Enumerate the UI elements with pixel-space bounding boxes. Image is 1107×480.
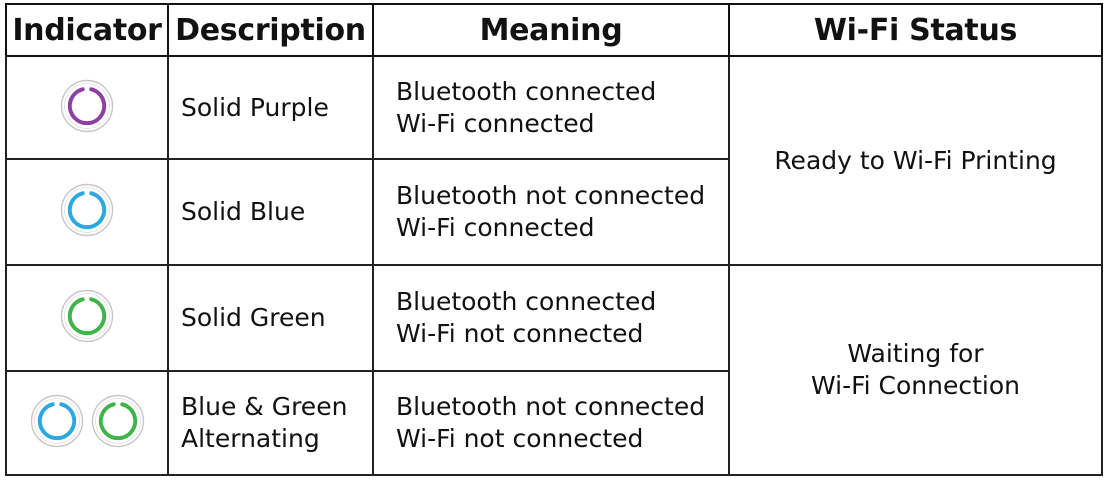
meaning-line: Bluetooth connected xyxy=(396,76,657,106)
blue-ring-icon xyxy=(30,394,84,448)
table-row: Solid Blue Bluetooth not connected Wi-Fi… xyxy=(5,158,1102,266)
wifi-status-text: Wi-Fi Connection xyxy=(810,371,1021,400)
description-cell: Solid Purple xyxy=(167,55,374,160)
meaning-cell: Bluetooth connected Wi-Fi connected xyxy=(372,55,730,160)
description-text: Alternating xyxy=(181,424,320,453)
green-ring-icon xyxy=(60,289,114,343)
meaning-line: Bluetooth connected xyxy=(396,287,657,316)
green-ring-icon xyxy=(91,394,145,448)
table-row: Solid Green Bluetooth connected Wi-Fi no… xyxy=(5,264,1103,476)
indicator-cell xyxy=(5,370,169,476)
meaning-line: Wi-Fi connected xyxy=(396,108,595,138)
table-row: Blue & Green Alternating Bluetooth not c… xyxy=(5,370,1102,476)
description-text: Blue & Green xyxy=(181,392,348,421)
description-text: Solid Purple xyxy=(181,92,329,122)
indicator-cell xyxy=(5,264,169,372)
wifi-status-cell: Waiting for Wi-Fi Connection xyxy=(728,264,1103,476)
meaning-line: Bluetooth not connected xyxy=(396,392,706,421)
wifi-status-cell: Ready to Wi-Fi Printing xyxy=(728,55,1103,266)
header-description: Description xyxy=(167,3,374,57)
description-text: Solid Green xyxy=(181,303,326,332)
indicator-status-table: Indicator Description Meaning Wi-Fi Stat… xyxy=(5,3,1103,476)
description-cell: Blue & Green Alternating xyxy=(167,370,374,476)
wifi-status-text: Ready to Wi-Fi Printing xyxy=(774,145,1057,175)
indicator-cell xyxy=(5,55,169,160)
meaning-line: Wi-Fi connected xyxy=(396,213,595,242)
description-cell: Solid Blue xyxy=(167,158,374,266)
indicator-cell xyxy=(5,158,169,266)
blue-ring-icon xyxy=(60,183,114,237)
meaning-cell: Bluetooth not connected Wi-Fi not connec… xyxy=(372,370,730,476)
meaning-line: Bluetooth not connected xyxy=(396,181,706,210)
wifi-status-text: Waiting for xyxy=(847,339,984,368)
description-text: Solid Blue xyxy=(181,197,306,226)
header-meaning: Meaning xyxy=(372,3,730,57)
meaning-line: Wi-Fi not connected xyxy=(396,424,644,453)
header-wifi-status: Wi-Fi Status xyxy=(728,3,1103,57)
meaning-line: Wi-Fi not connected xyxy=(396,319,644,348)
meaning-cell: Bluetooth not connected Wi-Fi connected xyxy=(372,158,730,266)
table-row: Solid Purple Bluetooth connected Wi-Fi c… xyxy=(5,55,1103,266)
description-cell: Solid Green xyxy=(167,264,374,372)
table-header-row: Indicator Description Meaning Wi-Fi Stat… xyxy=(5,3,1103,57)
header-indicator: Indicator xyxy=(5,3,169,57)
purple-ring-icon xyxy=(60,79,114,133)
meaning-cell: Bluetooth connected Wi-Fi not connected xyxy=(372,264,730,372)
